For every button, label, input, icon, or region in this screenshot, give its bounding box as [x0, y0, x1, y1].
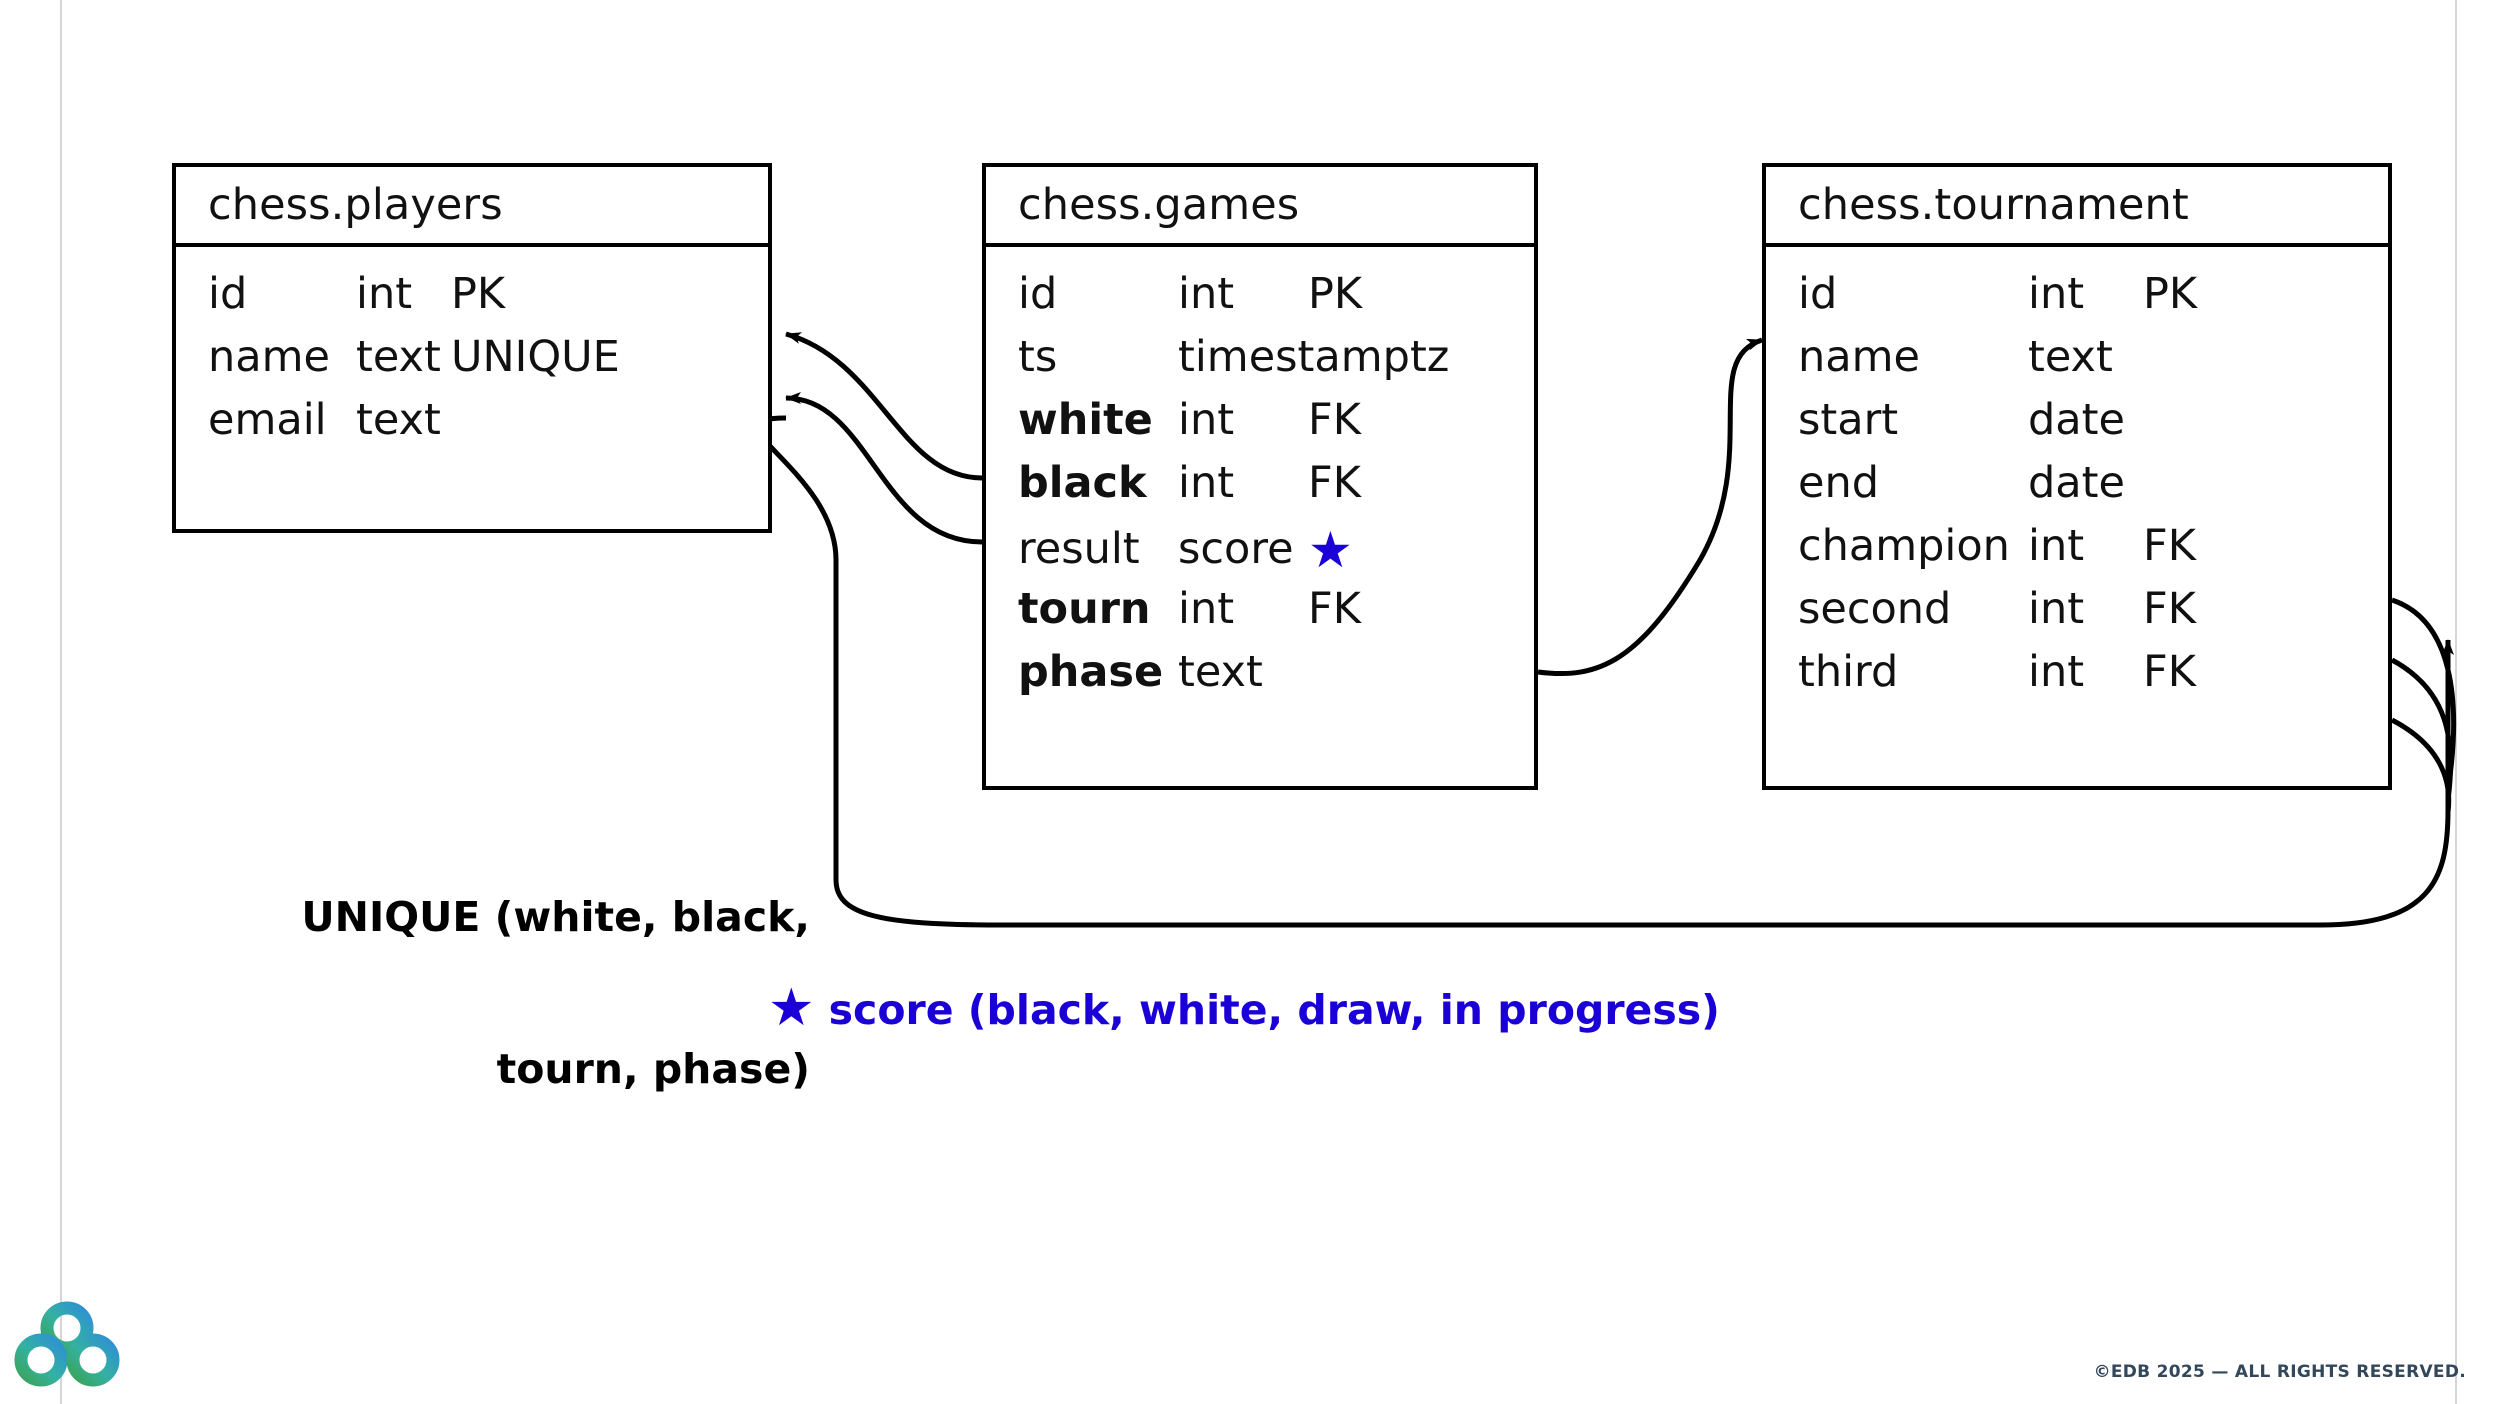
copyright-text: ©EDB 2025 — ALL RIGHTS RESERVED.: [2093, 1362, 2466, 1382]
field-name: email: [208, 395, 327, 445]
edb-logo: [14, 1298, 120, 1390]
wire-tournament-second: [2390, 657, 2454, 801]
field-type: int: [2028, 647, 2085, 697]
unique-constraint-note: UNIQUE (white, black, tourn, phase): [170, 790, 810, 1197]
entity-title: chess.players: [208, 180, 503, 230]
field-key: FK: [1308, 584, 1361, 634]
wire-tournament-champion: [2391, 597, 2457, 791]
field-name: third: [1798, 647, 1899, 697]
field-type: text: [1178, 647, 1263, 697]
field-key: FK: [1308, 458, 1361, 508]
field-name: id: [208, 269, 248, 319]
field-row: name text: [1798, 332, 2388, 395]
legend-star-icon: ★: [768, 978, 815, 1038]
field-name: ts: [1018, 332, 1058, 382]
field-row: result score ★: [1018, 521, 1534, 584]
field-key: UNIQUE: [451, 332, 620, 382]
field-row: email text: [208, 395, 768, 458]
field-row: champion int FK: [1798, 521, 2388, 584]
wire-tournament-third: [2390, 717, 2452, 813]
field-name: end: [1798, 458, 1880, 508]
field-name: tourn: [1018, 584, 1151, 634]
entity-header-chess-tournament: chess.tournament: [1766, 167, 2388, 247]
field-key: PK: [2143, 269, 2198, 319]
field-key: FK: [1308, 395, 1361, 445]
field-type: int: [356, 269, 413, 319]
field-name: result: [1018, 524, 1140, 574]
wire-games-white-to-players: [785, 331, 983, 481]
wire-games-black-to-players: [785, 392, 983, 545]
score-legend: ★ score (black, white, draw, in progress…: [768, 978, 1720, 1038]
field-type: date: [2028, 458, 2125, 508]
entity-header-chess-games: chess.games: [986, 167, 1534, 247]
field-row: white int FK: [1018, 395, 1534, 458]
field-name: phase: [1018, 647, 1164, 697]
field-type: timestamptz: [1178, 332, 1450, 382]
unique-constraint-line-2: tourn, phase): [496, 1045, 810, 1094]
field-type: int: [2028, 584, 2085, 634]
field-row: phase text: [1018, 647, 1534, 710]
entity-fields-chess-tournament: id int PK name text start date end date …: [1766, 247, 2388, 710]
field-key: FK: [2143, 521, 2196, 571]
field-row: id int PK: [208, 269, 768, 332]
slide-guide-right: [2455, 0, 2457, 1404]
field-type: int: [1178, 269, 1235, 319]
score-star-icon: ★: [1308, 521, 1353, 579]
field-type: text: [2028, 332, 2113, 382]
field-type: text: [356, 395, 441, 445]
field-name: second: [1798, 584, 1952, 634]
field-name: name: [1798, 332, 1920, 382]
field-type: int: [1178, 458, 1235, 508]
field-type: score: [1178, 524, 1294, 574]
field-type: int: [1178, 584, 1235, 634]
field-type: int: [2028, 269, 2085, 319]
field-name: start: [1798, 395, 1899, 445]
slide-guide-left: [60, 0, 62, 1404]
field-name: black: [1018, 458, 1147, 508]
field-row: third int FK: [1798, 647, 2388, 710]
field-row: ts timestamptz: [1018, 332, 1534, 395]
field-name: id: [1798, 269, 1838, 319]
entity-fields-chess-games: id int PK ts timestamptz white int FK bl…: [986, 247, 1534, 710]
legend-label: score (black, white, draw, in progress): [828, 986, 1720, 1034]
entity-chess-games[interactable]: chess.games id int PK ts timestamptz whi…: [982, 163, 1538, 790]
unique-constraint-line-1: UNIQUE (white, black,: [301, 892, 810, 941]
field-row: end date: [1798, 458, 2388, 521]
field-row: black int FK: [1018, 458, 1534, 521]
field-type: date: [2028, 395, 2125, 445]
field-type: text: [356, 332, 441, 382]
field-row: tourn int FK: [1018, 584, 1534, 647]
field-row: second int FK: [1798, 584, 2388, 647]
field-type: int: [1178, 395, 1235, 445]
field-name: white: [1018, 395, 1153, 445]
field-key: PK: [451, 269, 506, 319]
field-key: FK: [2143, 584, 2196, 634]
entity-chess-players[interactable]: chess.players id int PK name text UNIQUE…: [172, 163, 772, 533]
entity-header-chess-players: chess.players: [176, 167, 768, 247]
field-row: id int PK: [1798, 269, 2388, 332]
field-key: PK: [1308, 269, 1363, 319]
field-name: name: [208, 332, 330, 382]
entity-title: chess.games: [1018, 180, 1300, 230]
field-row: start date: [1798, 395, 2388, 458]
entity-title: chess.tournament: [1798, 180, 2189, 230]
field-row: name text UNIQUE: [208, 332, 768, 395]
entity-chess-tournament[interactable]: chess.tournament id int PK name text sta…: [1762, 163, 2392, 790]
wire-games-tourn-to-tournament: [1537, 337, 1763, 677]
field-row: id int PK: [1018, 269, 1534, 332]
field-type: int: [2028, 521, 2085, 571]
field-name: id: [1018, 269, 1058, 319]
entity-fields-chess-players: id int PK name text UNIQUE email text: [176, 247, 768, 458]
field-name: champion: [1798, 521, 2010, 571]
field-key: FK: [2143, 647, 2196, 697]
